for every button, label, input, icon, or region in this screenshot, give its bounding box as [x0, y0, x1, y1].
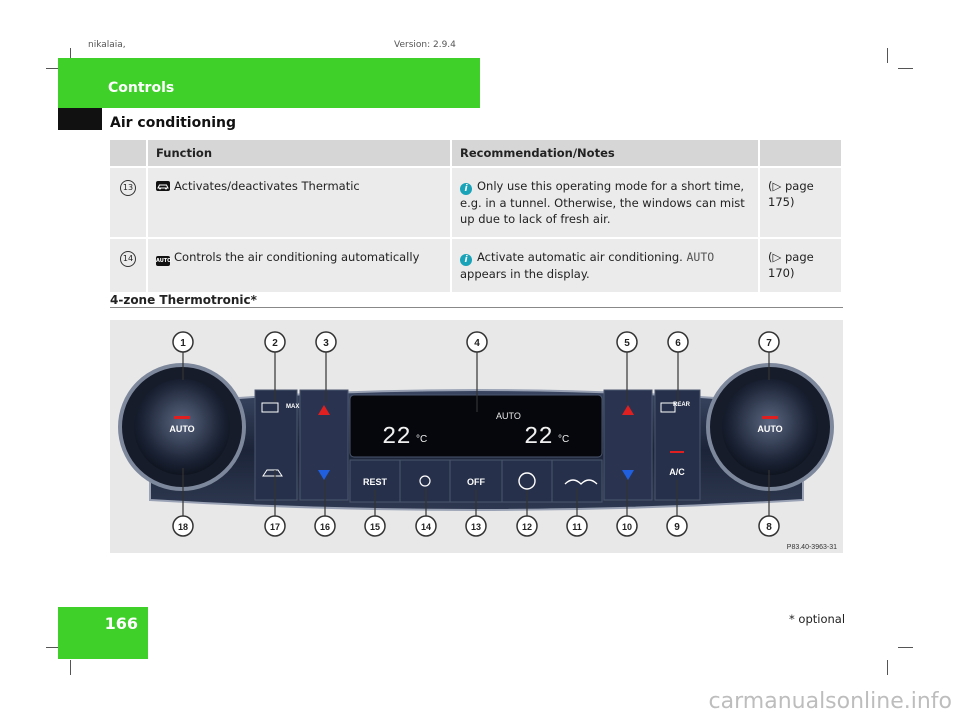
auto-icon: AUTO — [156, 256, 172, 266]
max-defrost-icon[interactable] — [261, 402, 279, 413]
note-text: Only use this operating mode for a short… — [460, 179, 745, 226]
table-header-row: Function Recommendation/Notes — [110, 140, 843, 167]
rear-defrost-icon[interactable] — [660, 402, 676, 413]
left-temp-down-arrow[interactable] — [318, 470, 330, 480]
temp-left: 22 — [382, 424, 411, 451]
right-temp-down-arrow[interactable] — [622, 470, 634, 480]
row-number-cell: 13 — [110, 166, 148, 238]
temp-unit-right: °C — [558, 434, 569, 445]
row-number: 13 — [120, 180, 136, 196]
crop-mark — [46, 68, 61, 69]
callout-12: 12 — [522, 522, 532, 532]
function-table: Function Recommendation/Notes 13 Activat… — [110, 140, 843, 292]
recirculation-car-icon[interactable] — [262, 469, 283, 477]
page-number-box — [58, 607, 148, 659]
control-panel-figure: AUTO AUTO AUTO 22 °C 22 °C REST OFF MAX … — [110, 320, 843, 553]
ref-cell: (▷ page 170) — [759, 237, 843, 292]
rest-button[interactable]: REST — [363, 477, 388, 487]
figure-ref-code: P83.40-3963-31 — [787, 544, 837, 551]
version-label: Version: 2.9.4 — [394, 40, 456, 50]
page-number: 166 — [104, 614, 138, 633]
zone-heading: 4-zone Thermotronic* — [110, 293, 257, 307]
table-header-function: Function — [147, 140, 452, 167]
note-text-after: appears in the display. — [460, 267, 590, 281]
ref-cell: (▷ page 175) — [759, 166, 843, 238]
callout-14: 14 — [421, 522, 431, 532]
callout-1: 1 — [180, 338, 186, 349]
air-recirculation-car-icon — [156, 181, 170, 191]
function-text: Controls the air conditioning automatica… — [174, 250, 420, 264]
fan-icon[interactable] — [419, 475, 431, 487]
crop-mark — [898, 647, 913, 648]
right-auto-label: AUTO — [757, 424, 782, 434]
function-text: Activates/deactivates Thermatic — [174, 179, 360, 193]
callout-17: 17 — [270, 522, 280, 532]
callout-7: 7 — [766, 338, 772, 349]
callout-18: 18 — [178, 522, 188, 532]
callout-6: 6 — [675, 338, 681, 349]
control-panel-svg: AUTO AUTO AUTO 22 °C 22 °C REST OFF MAX … — [118, 331, 837, 551]
off-button[interactable]: OFF — [467, 477, 485, 487]
crop-mark — [70, 48, 71, 63]
note-text: Activate automatic air conditioning. — [477, 250, 683, 264]
left-knob-indicator — [174, 416, 190, 419]
crop-mark — [46, 647, 61, 648]
callout-3: 3 — [323, 338, 329, 349]
callout-8: 8 — [766, 522, 772, 533]
crop-mark — [887, 48, 888, 63]
left-temp-up-arrow[interactable] — [318, 405, 330, 415]
section-banner — [58, 58, 480, 108]
right-temp-up-arrow[interactable] — [622, 405, 634, 415]
callout-5: 5 — [624, 338, 630, 349]
callout-10: 10 — [622, 522, 632, 532]
air-distribution-icon[interactable] — [564, 479, 598, 485]
note-code: AUTO — [686, 250, 715, 264]
section-tab — [58, 108, 102, 130]
function-cell: Activates/deactivates Thermatic — [147, 166, 452, 238]
rear-defrost-label[interactable]: REAR — [673, 402, 691, 408]
row-number-cell: 14 — [110, 237, 148, 292]
author-label: nikalaia, — [88, 40, 126, 50]
crop-mark — [898, 68, 913, 69]
callout-4: 4 — [474, 338, 480, 349]
display-mode: AUTO — [496, 411, 521, 421]
display-screen — [349, 394, 603, 458]
row-number: 14 — [120, 251, 136, 267]
table-header-num — [110, 140, 148, 167]
table-header-ref — [759, 140, 843, 167]
left-auto-label: AUTO — [169, 424, 194, 434]
note-cell: i Activate automatic air conditioning. AU… — [451, 237, 760, 292]
right-knob-indicator — [762, 416, 778, 419]
info-icon: i — [460, 254, 472, 266]
subsection-title: Air conditioning — [110, 115, 236, 131]
temp-unit-left: °C — [416, 434, 427, 445]
divider — [110, 307, 843, 308]
ac-button[interactable]: A/C — [669, 467, 685, 477]
footnote: * optional — [789, 612, 846, 626]
callout-13: 13 — [471, 522, 481, 532]
ac-indicator — [670, 451, 684, 453]
callout-2: 2 — [272, 338, 278, 349]
callout-16: 16 — [320, 522, 330, 532]
max-defrost-label[interactable]: MAX — [286, 404, 299, 410]
fan-large-icon[interactable] — [518, 472, 536, 490]
temp-right: 22 — [524, 424, 553, 451]
info-icon: i — [460, 183, 472, 195]
crop-mark — [887, 660, 888, 675]
callout-9: 9 — [674, 522, 680, 533]
callout-15: 15 — [370, 522, 380, 532]
watermark: carmanualsonline.info — [708, 689, 952, 714]
section-title: Controls — [108, 80, 175, 96]
callout-11: 11 — [572, 522, 582, 532]
crop-mark — [70, 660, 71, 675]
table-header-notes: Recommendation/Notes — [451, 140, 760, 167]
